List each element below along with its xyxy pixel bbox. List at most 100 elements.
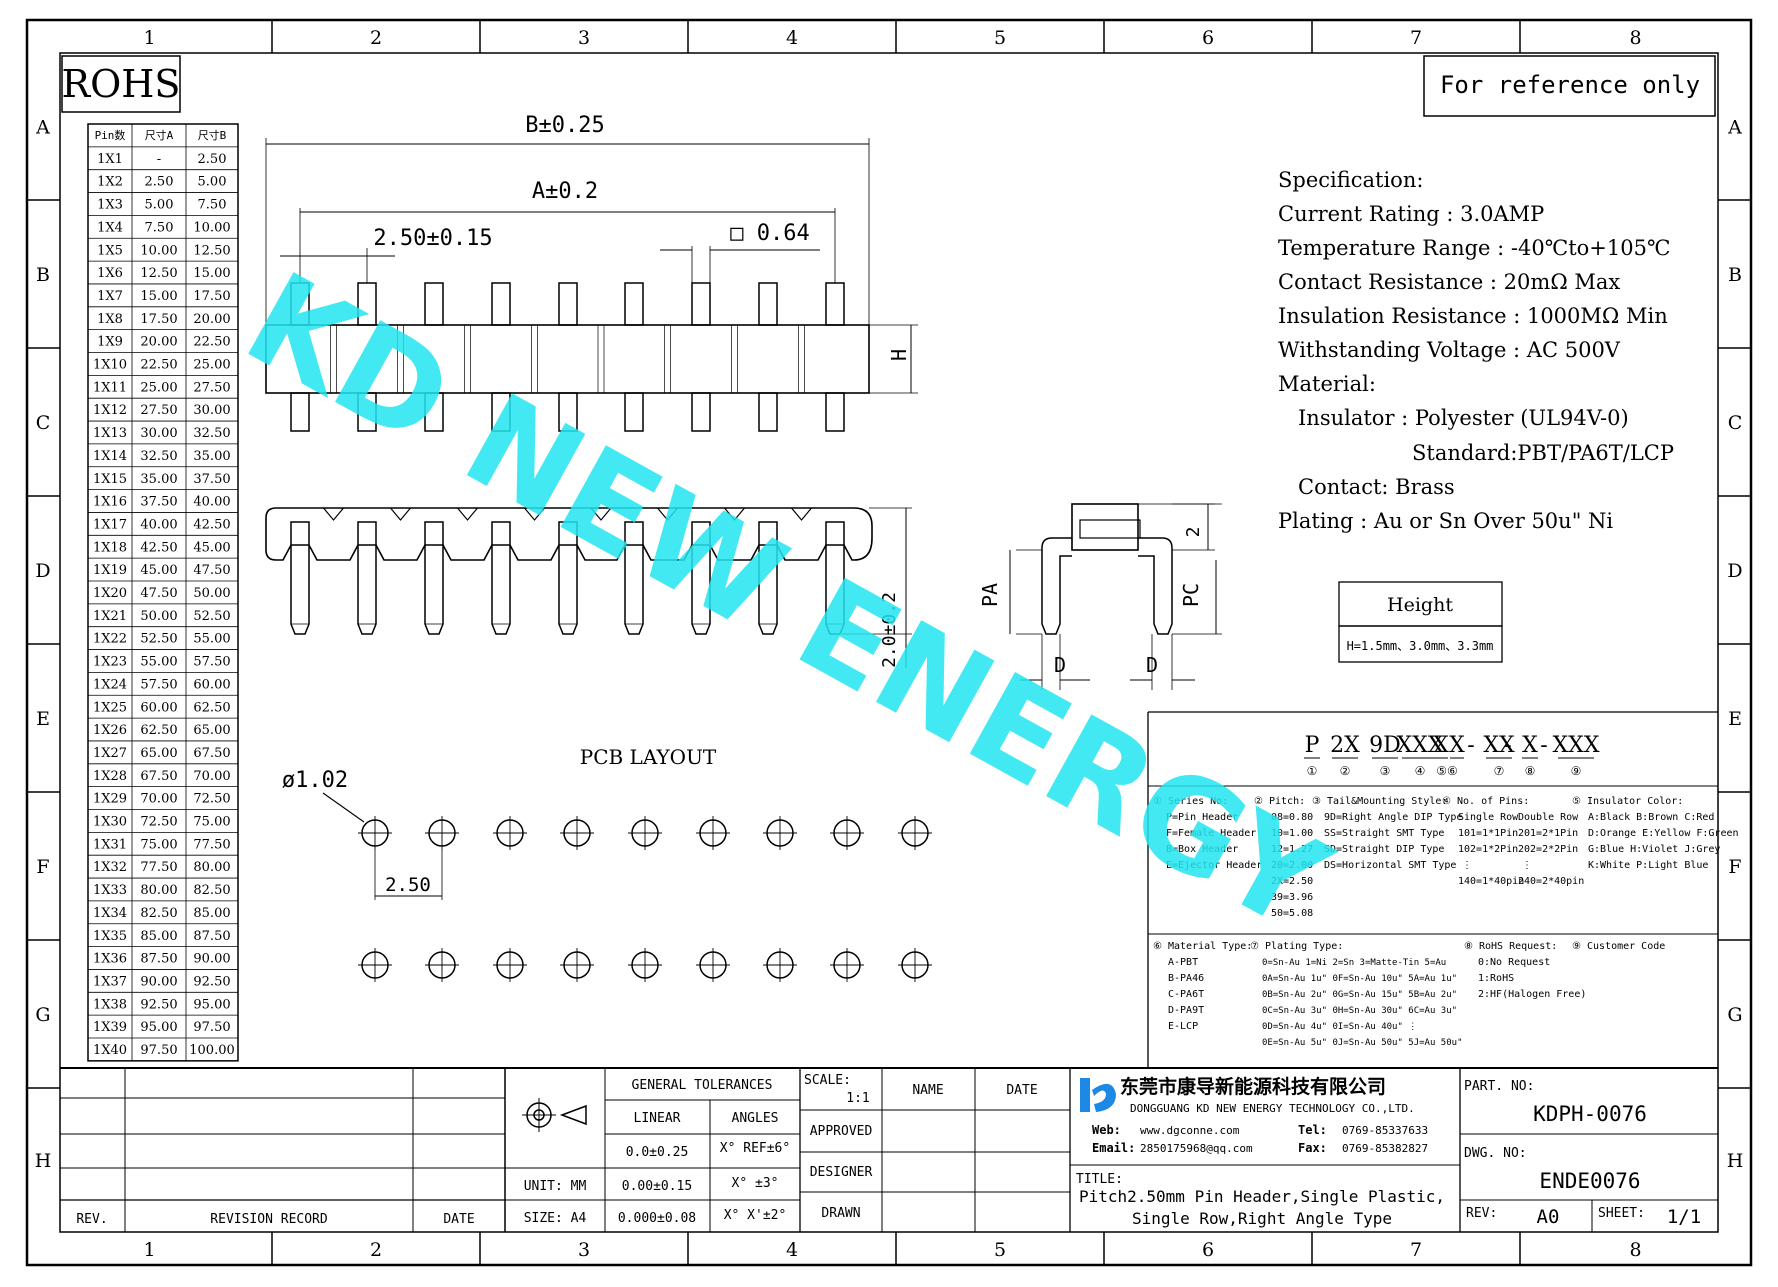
pin-table-cell: 1X19 (93, 563, 127, 578)
pin-table-cell: 7.50 (145, 220, 174, 235)
pin-table-cell: 57.50 (140, 677, 177, 692)
pin-table-cell: 95.00 (140, 1020, 177, 1035)
drawn-label: DRAWN (821, 1206, 860, 1221)
column-label: 5 (994, 1239, 1006, 1261)
pin-table-cell: 15.00 (193, 266, 230, 281)
row-label: C (1728, 412, 1743, 434)
part-code-marker: ③ (1380, 764, 1391, 778)
pin-table-cell: 97.50 (140, 1043, 177, 1058)
legend-pins-line: ⋮ (1522, 860, 1532, 871)
pin-table-cell: 1X32 (93, 860, 127, 875)
housing-notch (323, 507, 344, 521)
legend-pins-line: 202=2*2Pin (1518, 844, 1578, 855)
fax-value: 0769-85382827 (1342, 1142, 1428, 1155)
pin-table-cell: 35.00 (193, 449, 230, 464)
fax-label: Fax: (1298, 1141, 1327, 1155)
sheet-value: 1/1 (1667, 1206, 1701, 1228)
email-value: 2850175968@qq.com (1140, 1142, 1253, 1155)
pin-table-cell: 17.50 (193, 289, 230, 304)
pin-table-cell: 82.50 (140, 906, 177, 921)
pin-table-cell: 27.50 (193, 380, 230, 395)
column-label: 6 (1202, 1239, 1214, 1261)
tel-value: 0769-85337633 (1342, 1124, 1428, 1137)
pin-table-cell: 1X14 (93, 449, 127, 464)
row-label: F (36, 856, 49, 878)
pin-table-header: 尺寸B (198, 128, 227, 142)
specification-block: Specification: Current Rating : 3.0AMP T… (1278, 168, 1674, 533)
housing-notch (457, 507, 478, 521)
legend-pins-col-head: Single Row (1458, 812, 1519, 823)
row-label: C (36, 412, 51, 434)
legend-tail-line: SS=Straight SMT Type (1324, 828, 1444, 839)
tel-label: Tel: (1298, 1123, 1327, 1137)
spec-contact: Contact: Brass (1298, 475, 1455, 499)
pin-table-cell: 55.00 (140, 655, 177, 670)
housing-notch (390, 507, 411, 521)
pin-table-cell: 2.50 (198, 152, 227, 167)
pin-table-cell: 1X25 (93, 700, 127, 715)
date2-header: DATE (1006, 1083, 1037, 1098)
part-no-value: KDPH-0076 (1533, 1102, 1647, 1126)
pin-table-cell: 1X10 (93, 358, 127, 373)
pin-top (558, 282, 578, 326)
size-label: SIZE: A4 (524, 1211, 587, 1226)
front-view (265, 138, 918, 432)
legend-tail-title: ③ Tail&Mounting Style: (1312, 796, 1447, 807)
pin-top (491, 282, 511, 326)
reference-note: For reference only (1440, 71, 1700, 99)
pin-table-cell: 1X33 (93, 883, 127, 898)
pin-bottom (558, 392, 578, 432)
part-code-marker: ① (1307, 764, 1318, 778)
pin-table-cell: 62.50 (193, 700, 230, 715)
legend-pins-line: 101=1*1Pin (1458, 828, 1518, 839)
title-line-1: Pitch2.50mm Pin Header,Single Plastic, (1079, 1187, 1445, 1206)
legend-color-line: D:Orange E:Yellow F:Green (1588, 828, 1739, 839)
dim-b-label: B±0.25 (525, 113, 604, 138)
row-label: B (36, 264, 50, 286)
pcb-layout (322, 792, 932, 982)
pin-table-cell: 1X22 (93, 632, 127, 647)
email-label: Email: (1092, 1141, 1135, 1155)
pin-table-cell: 32.50 (140, 449, 177, 464)
column-label: 7 (1410, 27, 1422, 49)
pin-bottom (290, 392, 310, 432)
part-code-segment: P (1305, 733, 1320, 758)
column-label: 3 (578, 27, 590, 49)
side-view (1009, 503, 1222, 690)
company-name-en: DONGGUANG KD NEW ENERGY TECHNOLOGY CO.,L… (1130, 1102, 1415, 1115)
pin-table-cell: 20.00 (140, 335, 177, 350)
pin-table-cell: 70.00 (140, 792, 177, 807)
pin-top (691, 282, 711, 326)
pin-table-cell: 52.50 (193, 609, 230, 624)
revision-record-header: REVISION RECORD (210, 1212, 328, 1227)
pin-table-cell: 10.00 (140, 243, 177, 258)
column-label: 8 (1629, 27, 1641, 49)
pin-table-cell: 42.50 (193, 517, 230, 532)
part-code-segment: X (1449, 733, 1465, 758)
pin-bottom (357, 392, 377, 432)
pin-table-cell: 75.00 (140, 837, 177, 852)
sheet-label: SHEET: (1598, 1206, 1645, 1221)
pin-table-cell: 1X30 (93, 815, 127, 830)
pin-table-cell: 1X15 (93, 472, 127, 487)
dim-a-label: A±0.2 (532, 179, 598, 204)
column-label: 1 (143, 27, 155, 49)
pin-table-cell: 1X40 (93, 1043, 127, 1058)
pin-table-header: 尺寸A (145, 128, 174, 142)
legend-pins-line: ⋮ (1462, 860, 1472, 871)
pin-table-cell: 60.00 (140, 700, 177, 715)
pin-bottom (424, 392, 444, 432)
legend-material-line: C-PA6T (1168, 989, 1204, 1000)
pin-table-cell: 17.50 (140, 312, 177, 327)
pin-table-cell: 10.00 (193, 220, 230, 235)
legend-rohs-line: 0:No Request (1478, 957, 1550, 968)
pin-table-cell: 87.50 (140, 952, 177, 967)
linear-tol-3: 0.000±0.08 (618, 1211, 696, 1226)
angle-tol-2: X° ±3° (732, 1176, 779, 1191)
part-code-segment: X (1522, 733, 1538, 758)
spec-insulation: Insulation Resistance : 1000MΩ Min (1278, 304, 1668, 328)
housing-notch (524, 507, 545, 521)
legend-tail-line: SD=Straight DIP Type (1324, 844, 1444, 855)
